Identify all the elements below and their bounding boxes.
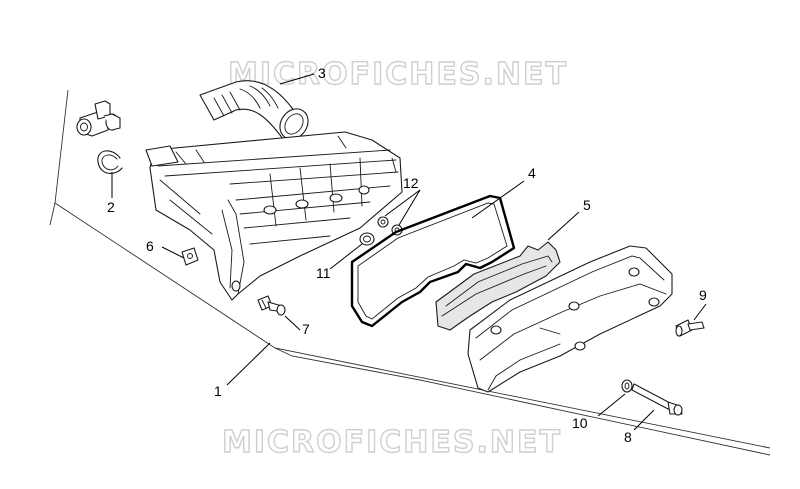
callout-3: 3 <box>318 65 326 81</box>
filter-element[interactable] <box>435 241 561 331</box>
watermark-bottom: MICROFICHES.NET <box>222 425 562 460</box>
callout-labels: 3 2 4 5 6 7 11 12 9 1 10 8 <box>107 65 707 445</box>
screw-9[interactable] <box>675 319 705 337</box>
washer-10[interactable] <box>621 379 633 393</box>
air-box-housing[interactable] <box>145 131 403 301</box>
watermark-top: MICROFICHES.NET <box>228 57 568 92</box>
callout-6: 6 <box>146 238 154 254</box>
callout-4: 4 <box>528 165 536 181</box>
clip-ring[interactable] <box>97 150 123 174</box>
leader-lines <box>111 73 707 431</box>
callout-7: 7 <box>302 321 310 337</box>
callout-12: 12 <box>403 175 419 191</box>
callout-1: 1 <box>214 383 222 399</box>
callout-11: 11 <box>316 265 331 281</box>
callout-2: 2 <box>107 199 115 215</box>
callout-5: 5 <box>583 197 591 213</box>
callout-8: 8 <box>624 429 632 445</box>
gasket[interactable] <box>350 194 516 328</box>
long-bolt[interactable] <box>631 383 683 416</box>
air-box-cover[interactable] <box>467 245 673 393</box>
callout-10: 10 <box>572 415 588 431</box>
callout-9: 9 <box>699 287 707 303</box>
intake-duct[interactable] <box>199 80 314 145</box>
washer-11[interactable] <box>359 232 375 246</box>
assembly-boundary <box>49 89 771 456</box>
square-nut[interactable] <box>181 247 199 266</box>
screw-small[interactable] <box>257 295 286 316</box>
breather-fitting[interactable] <box>76 100 121 137</box>
